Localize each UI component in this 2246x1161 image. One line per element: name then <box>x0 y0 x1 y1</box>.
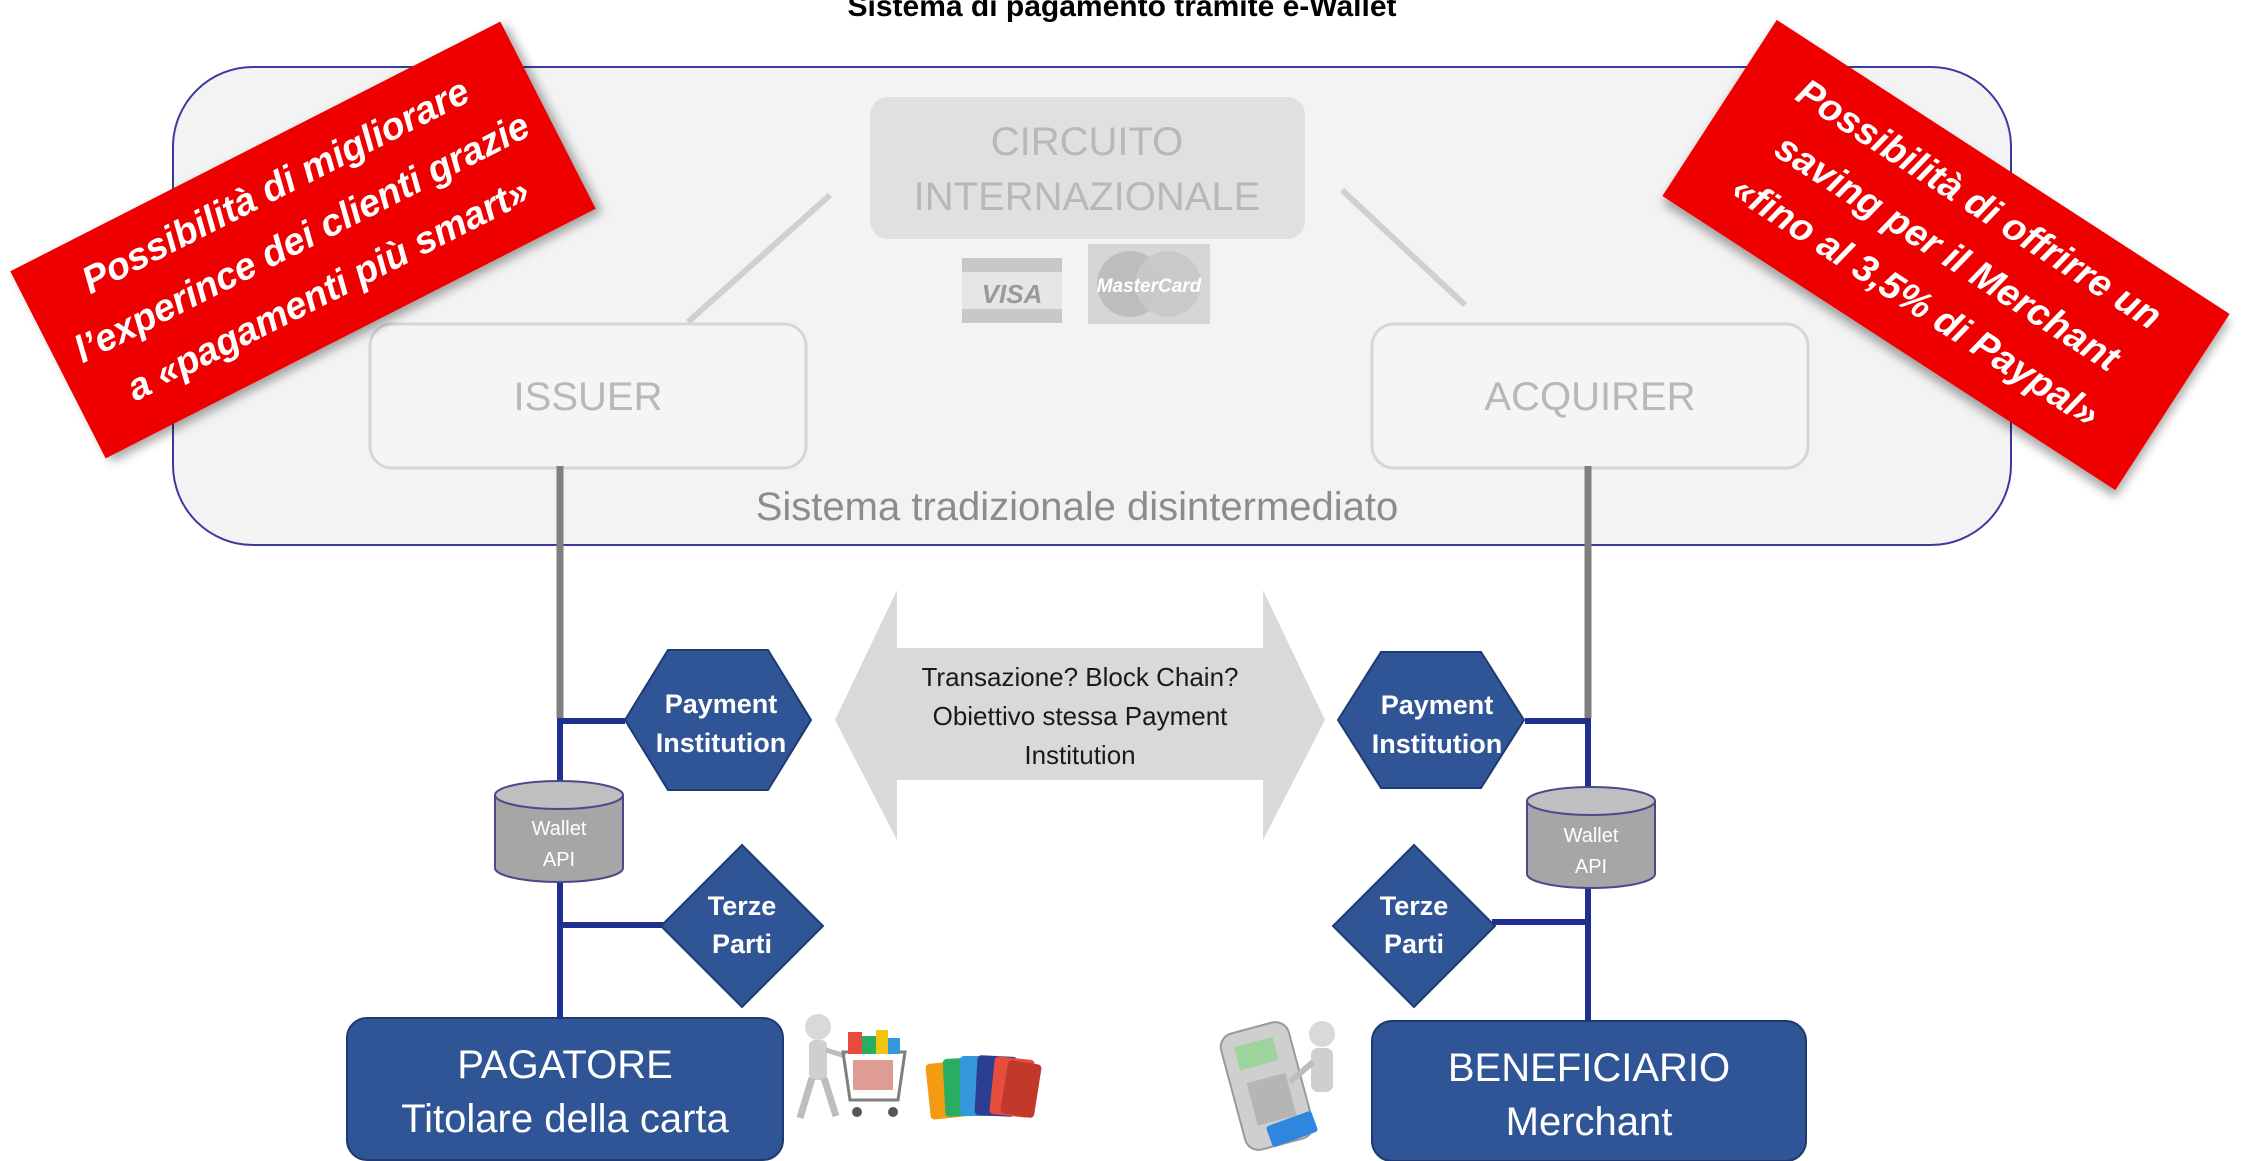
right-wallet-api: Wallet API <box>1526 786 1656 889</box>
right-payment-institution-line2: Institution <box>1372 729 1502 759</box>
payer-line1: PAGATORE <box>457 1043 673 1087</box>
shopping-cart-icon <box>796 1014 907 1120</box>
right-third-parties-line1: Terze <box>1380 891 1449 921</box>
acquirer-label: ACQUIRER <box>1484 375 1695 419</box>
credit-cards-icon <box>925 1055 1042 1120</box>
right-wallet-line2: API <box>1575 856 1607 878</box>
traditional-system-label: Sistema tradizionale disintermediato <box>756 485 1399 529</box>
pos-terminal-icon <box>1219 1021 1335 1151</box>
left-wallet-api: Wallet API <box>494 780 624 883</box>
circuit-label-line2: INTERNAZIONALE <box>914 175 1261 219</box>
payee-line2: Merchant <box>1506 1100 1673 1144</box>
right-third-parties: Terze Parti <box>1331 843 1497 1009</box>
issuer-box <box>368 322 808 470</box>
left-wallet-line1: Wallet <box>532 818 587 840</box>
payer-box: PAGATORE Titolare della carta <box>346 1017 784 1161</box>
right-third-parties-line2: Parti <box>1384 929 1444 959</box>
payee-box: BENEFICIARIO Merchant <box>1371 1020 1807 1161</box>
visa-logo: VISA <box>962 258 1062 323</box>
center-arrow-line2: Obiettivo stessa Payment <box>933 701 1229 731</box>
issuer-label: ISSUER <box>514 375 663 419</box>
center-arrow-line1: Transazione? Block Chain? <box>922 662 1239 692</box>
center-arrow-line3: Institution <box>1024 740 1135 770</box>
left-payment-institution-line2: Institution <box>656 728 786 758</box>
payee-line1: BENEFICIARIO <box>1448 1046 1730 1090</box>
visa-logo-text: VISA <box>982 279 1043 309</box>
left-third-parties-line1: Terze <box>708 891 777 921</box>
circuit-issuer-connector <box>686 192 832 325</box>
center-double-arrow: Transazione? Block Chain? Obiettivo stes… <box>835 590 1325 840</box>
circuit-box <box>870 97 1305 239</box>
mastercard-logo: MasterCard <box>1088 244 1210 324</box>
left-third-parties-line2: Parti <box>712 929 772 959</box>
payer-line2: Titolare della carta <box>401 1097 729 1141</box>
right-wallet-line1: Wallet <box>1564 825 1619 847</box>
circuit-label-line1: CIRCUITO <box>991 120 1184 164</box>
left-wallet-line2: API <box>543 849 575 871</box>
left-third-parties: Terze Parti <box>659 843 825 1009</box>
mastercard-logo-text: MasterCard <box>1097 276 1202 297</box>
right-payment-institution-line1: Payment <box>1381 690 1494 720</box>
right-payment-institution: Payment Institution <box>1336 651 1526 789</box>
left-payment-institution: Payment Institution <box>623 649 813 791</box>
left-payment-institution-line1: Payment <box>665 689 778 719</box>
diagram-title: Sistema di pagamento tramite e-Wallet <box>847 0 1396 23</box>
circuit-acquirer-connector <box>1339 187 1468 308</box>
